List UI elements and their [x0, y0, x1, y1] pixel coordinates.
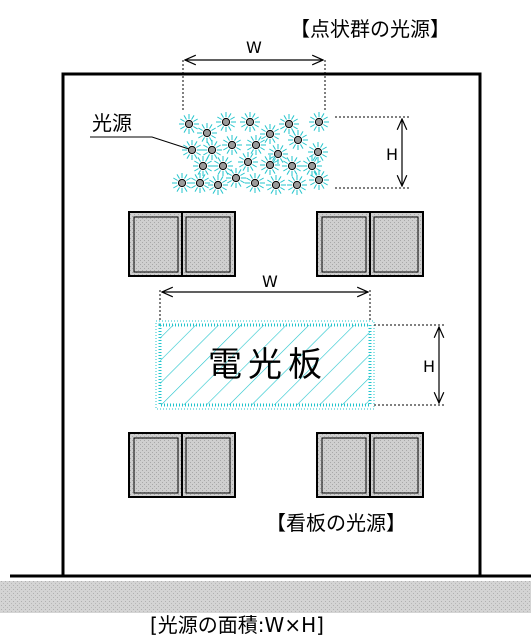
light-bulb	[266, 175, 286, 195]
light-bulb	[309, 112, 329, 132]
light-bulb	[182, 140, 202, 160]
light-bulb	[208, 175, 228, 195]
area-caption: [光源の面積:W×H]	[150, 613, 324, 637]
window-upper-right	[316, 211, 424, 277]
light-bulb	[308, 142, 328, 162]
height-label-board: H	[423, 357, 435, 376]
light-bulb	[193, 156, 213, 176]
light-bulb	[282, 156, 302, 176]
window-upper-left	[128, 211, 236, 277]
height-label-top: H	[386, 145, 398, 164]
light-bulb	[190, 173, 210, 193]
light-bulb	[172, 173, 192, 193]
board-height-dimension: H	[374, 324, 446, 406]
point-group-title: 【点状群の光源】	[290, 17, 450, 41]
light-bulb	[240, 112, 260, 132]
light-bulb	[246, 135, 266, 155]
light-bulb	[197, 123, 217, 143]
light-bulb	[213, 156, 233, 176]
window-lower-right	[316, 432, 424, 498]
light-bulb	[260, 124, 280, 144]
light-bulb	[222, 135, 242, 155]
light-bulb	[226, 168, 246, 188]
light-bulb	[287, 175, 307, 195]
light-bulb	[245, 173, 265, 193]
signboard-title: 【看板の光源】	[266, 511, 406, 535]
light-bulb	[302, 156, 322, 176]
electric-signboard: 電光板	[155, 320, 375, 410]
ground	[0, 581, 531, 613]
width-label-top: W	[246, 38, 262, 57]
width-label-board: W	[262, 272, 278, 291]
electric-board-label: 電光板	[208, 345, 328, 385]
light-bulb	[288, 130, 308, 150]
light-bulb	[260, 155, 280, 175]
light-bulb-cluster	[172, 112, 329, 195]
light-bulb	[309, 170, 329, 190]
light-bulb	[238, 152, 258, 172]
light-source-leader	[90, 136, 193, 151]
top-width-dimension: W	[182, 38, 326, 110]
light-bulb	[179, 114, 199, 134]
board-width-dimension: W	[159, 272, 371, 322]
top-height-dimension: H	[335, 116, 410, 189]
light-bulb	[216, 112, 236, 132]
light-source-label: 光源	[92, 111, 132, 135]
window-lower-left	[128, 432, 236, 498]
light-bulb	[279, 114, 299, 134]
light-bulb	[202, 140, 222, 160]
